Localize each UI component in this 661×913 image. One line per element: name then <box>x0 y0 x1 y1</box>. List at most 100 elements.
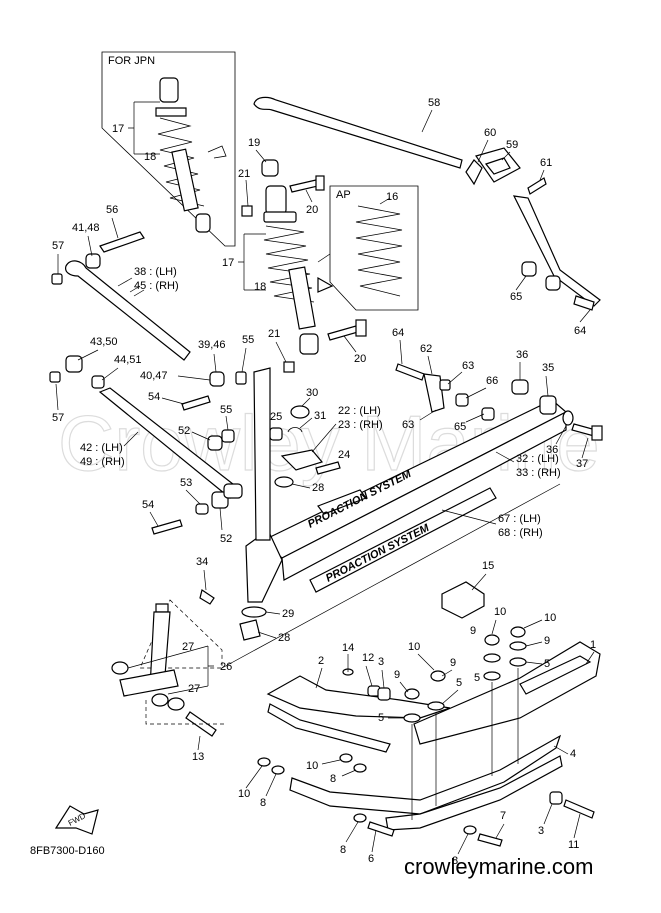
callout-59: 59 <box>506 139 518 151</box>
callout-8b: 8 <box>330 773 336 785</box>
callout-19: 19 <box>248 137 260 149</box>
rail-stopper: 15 <box>441 560 494 619</box>
callout-1: 1 <box>590 639 596 651</box>
callout-54a: 54 <box>148 391 160 403</box>
callout-57b: 57 <box>52 412 64 424</box>
callout-4350: 43,50 <box>90 336 118 348</box>
stabilizer-rod: 58 <box>253 96 463 169</box>
callout-23: 23 : (RH) <box>338 419 383 431</box>
callout-9c: 9 <box>470 625 476 637</box>
callout-61: 61 <box>540 157 552 169</box>
callout-18-jpn: 18 <box>144 151 156 163</box>
skid-hardware: 14 12 3 5 9 10 9 5 10 9 5 10 9 <box>238 606 595 867</box>
callout-68: 68 : (RH) <box>498 527 543 539</box>
callout-55a: 55 <box>242 334 254 346</box>
callout-3a: 3 <box>378 656 384 668</box>
callout-8d: 8 <box>452 855 458 867</box>
fwd-arrow-icon: FWD <box>54 805 99 835</box>
callout-5c: 5 <box>474 672 480 684</box>
upper-bolts: 19 21 20 <box>238 137 325 217</box>
callout-8c: 8 <box>340 844 346 856</box>
callout-10e: 10 <box>306 760 318 772</box>
callout-67: 67 : (LH) <box>498 513 541 525</box>
callout-10d: 10 <box>238 788 250 800</box>
callout-27a: 27 <box>182 641 194 653</box>
callout-25: 25 <box>270 411 282 423</box>
callout-6: 6 <box>368 853 374 865</box>
callout-33: 33 : (RH) <box>516 467 561 479</box>
callout-63a: 63 <box>462 360 474 372</box>
callout-17: 17 <box>222 257 234 269</box>
callout-28b: 28 <box>278 632 290 644</box>
callout-66: 66 <box>486 375 498 387</box>
callout-17-jpn: 17 <box>112 123 124 135</box>
callout-9d: 9 <box>544 635 550 647</box>
callout-52a: 52 <box>178 425 190 437</box>
diagram-code: 8FB7300-D160 <box>30 845 105 857</box>
callout-4: 4 <box>570 748 576 760</box>
stabilizer-arm: 65 64 <box>510 195 601 337</box>
callout-31: 31 <box>314 410 326 422</box>
callout-13: 13 <box>192 751 204 763</box>
rail-link-hardware: 64 62 63 63 66 65 36 35 36 37 <box>392 327 603 470</box>
callout-36a: 36 <box>516 349 528 361</box>
callout-11: 11 <box>568 839 579 851</box>
callout-26: 26 <box>220 661 232 673</box>
inset-jpn-label: FOR JPN <box>108 55 155 67</box>
callout-53: 53 <box>180 477 192 489</box>
callout-38: 38 : (LH) <box>134 266 177 278</box>
link-hardware: 39,46 40,47 55 54 55 52 53 54 52 <box>140 334 254 545</box>
callout-63b: 63 <box>402 419 414 431</box>
callout-14: 14 <box>342 642 354 654</box>
stabilizer-plate: 60 59 61 <box>465 127 552 195</box>
front-arm-upper: 56 41,48 57 38 : (LH) 45 : (RH) <box>51 204 191 361</box>
callout-4148: 41,48 <box>72 222 100 234</box>
callout-10c: 10 <box>544 612 556 624</box>
callout-65a: 65 <box>510 291 522 303</box>
callout-8a: 8 <box>260 797 266 809</box>
callout-9a: 9 <box>394 669 400 681</box>
callout-56: 56 <box>106 204 118 216</box>
callout-36b: 36 <box>546 444 558 456</box>
lower-bolts: 20 21 <box>268 319 367 373</box>
callout-34: 34 <box>196 556 208 568</box>
inset-for-jpn: FOR JPN 17 18 <box>101 51 236 247</box>
callout-21a: 21 <box>238 168 250 180</box>
callout-52b: 52 <box>220 533 232 545</box>
callout-54b: 54 <box>142 499 154 511</box>
callout-18: 18 <box>254 281 266 293</box>
inset-ap: AP 16 <box>317 185 419 311</box>
callout-9b: 9 <box>450 657 456 669</box>
callout-3946: 39,46 <box>198 339 226 351</box>
callout-55b: 55 <box>220 404 232 416</box>
callout-5a: 5 <box>378 712 384 724</box>
front-axle: 27 26 27 13 <box>111 483 561 763</box>
callout-15: 15 <box>482 560 494 572</box>
callout-10b: 10 <box>494 606 506 618</box>
inset-ap-label: AP <box>336 189 351 201</box>
callout-65b: 65 <box>454 421 466 433</box>
callout-5b: 5 <box>456 677 462 689</box>
callout-49: 49 : (RH) <box>80 456 125 468</box>
callout-62: 62 <box>420 343 432 355</box>
callout-60: 60 <box>484 127 496 139</box>
callout-37: 37 <box>576 458 588 470</box>
callout-12: 12 <box>362 652 374 664</box>
callout-57a: 57 <box>52 240 64 252</box>
callout-30: 30 <box>306 387 318 399</box>
callout-64a: 64 <box>574 325 586 337</box>
slide-rail: 2 1 4 <box>266 639 601 831</box>
callout-58: 58 <box>428 97 440 109</box>
site-link[interactable]: crowleymarine.com <box>404 854 594 879</box>
callout-22: 22 : (LH) <box>338 405 381 417</box>
callout-7: 7 <box>500 810 506 822</box>
callout-10a: 10 <box>408 641 420 653</box>
callout-20a: 20 <box>306 204 318 216</box>
callout-21b: 21 <box>268 328 280 340</box>
callout-28a: 28 <box>312 482 324 494</box>
callout-29: 29 <box>282 608 294 620</box>
callout-24: 24 <box>338 449 350 461</box>
callout-4047: 40,47 <box>140 370 168 382</box>
shock-absorber <box>263 185 334 355</box>
